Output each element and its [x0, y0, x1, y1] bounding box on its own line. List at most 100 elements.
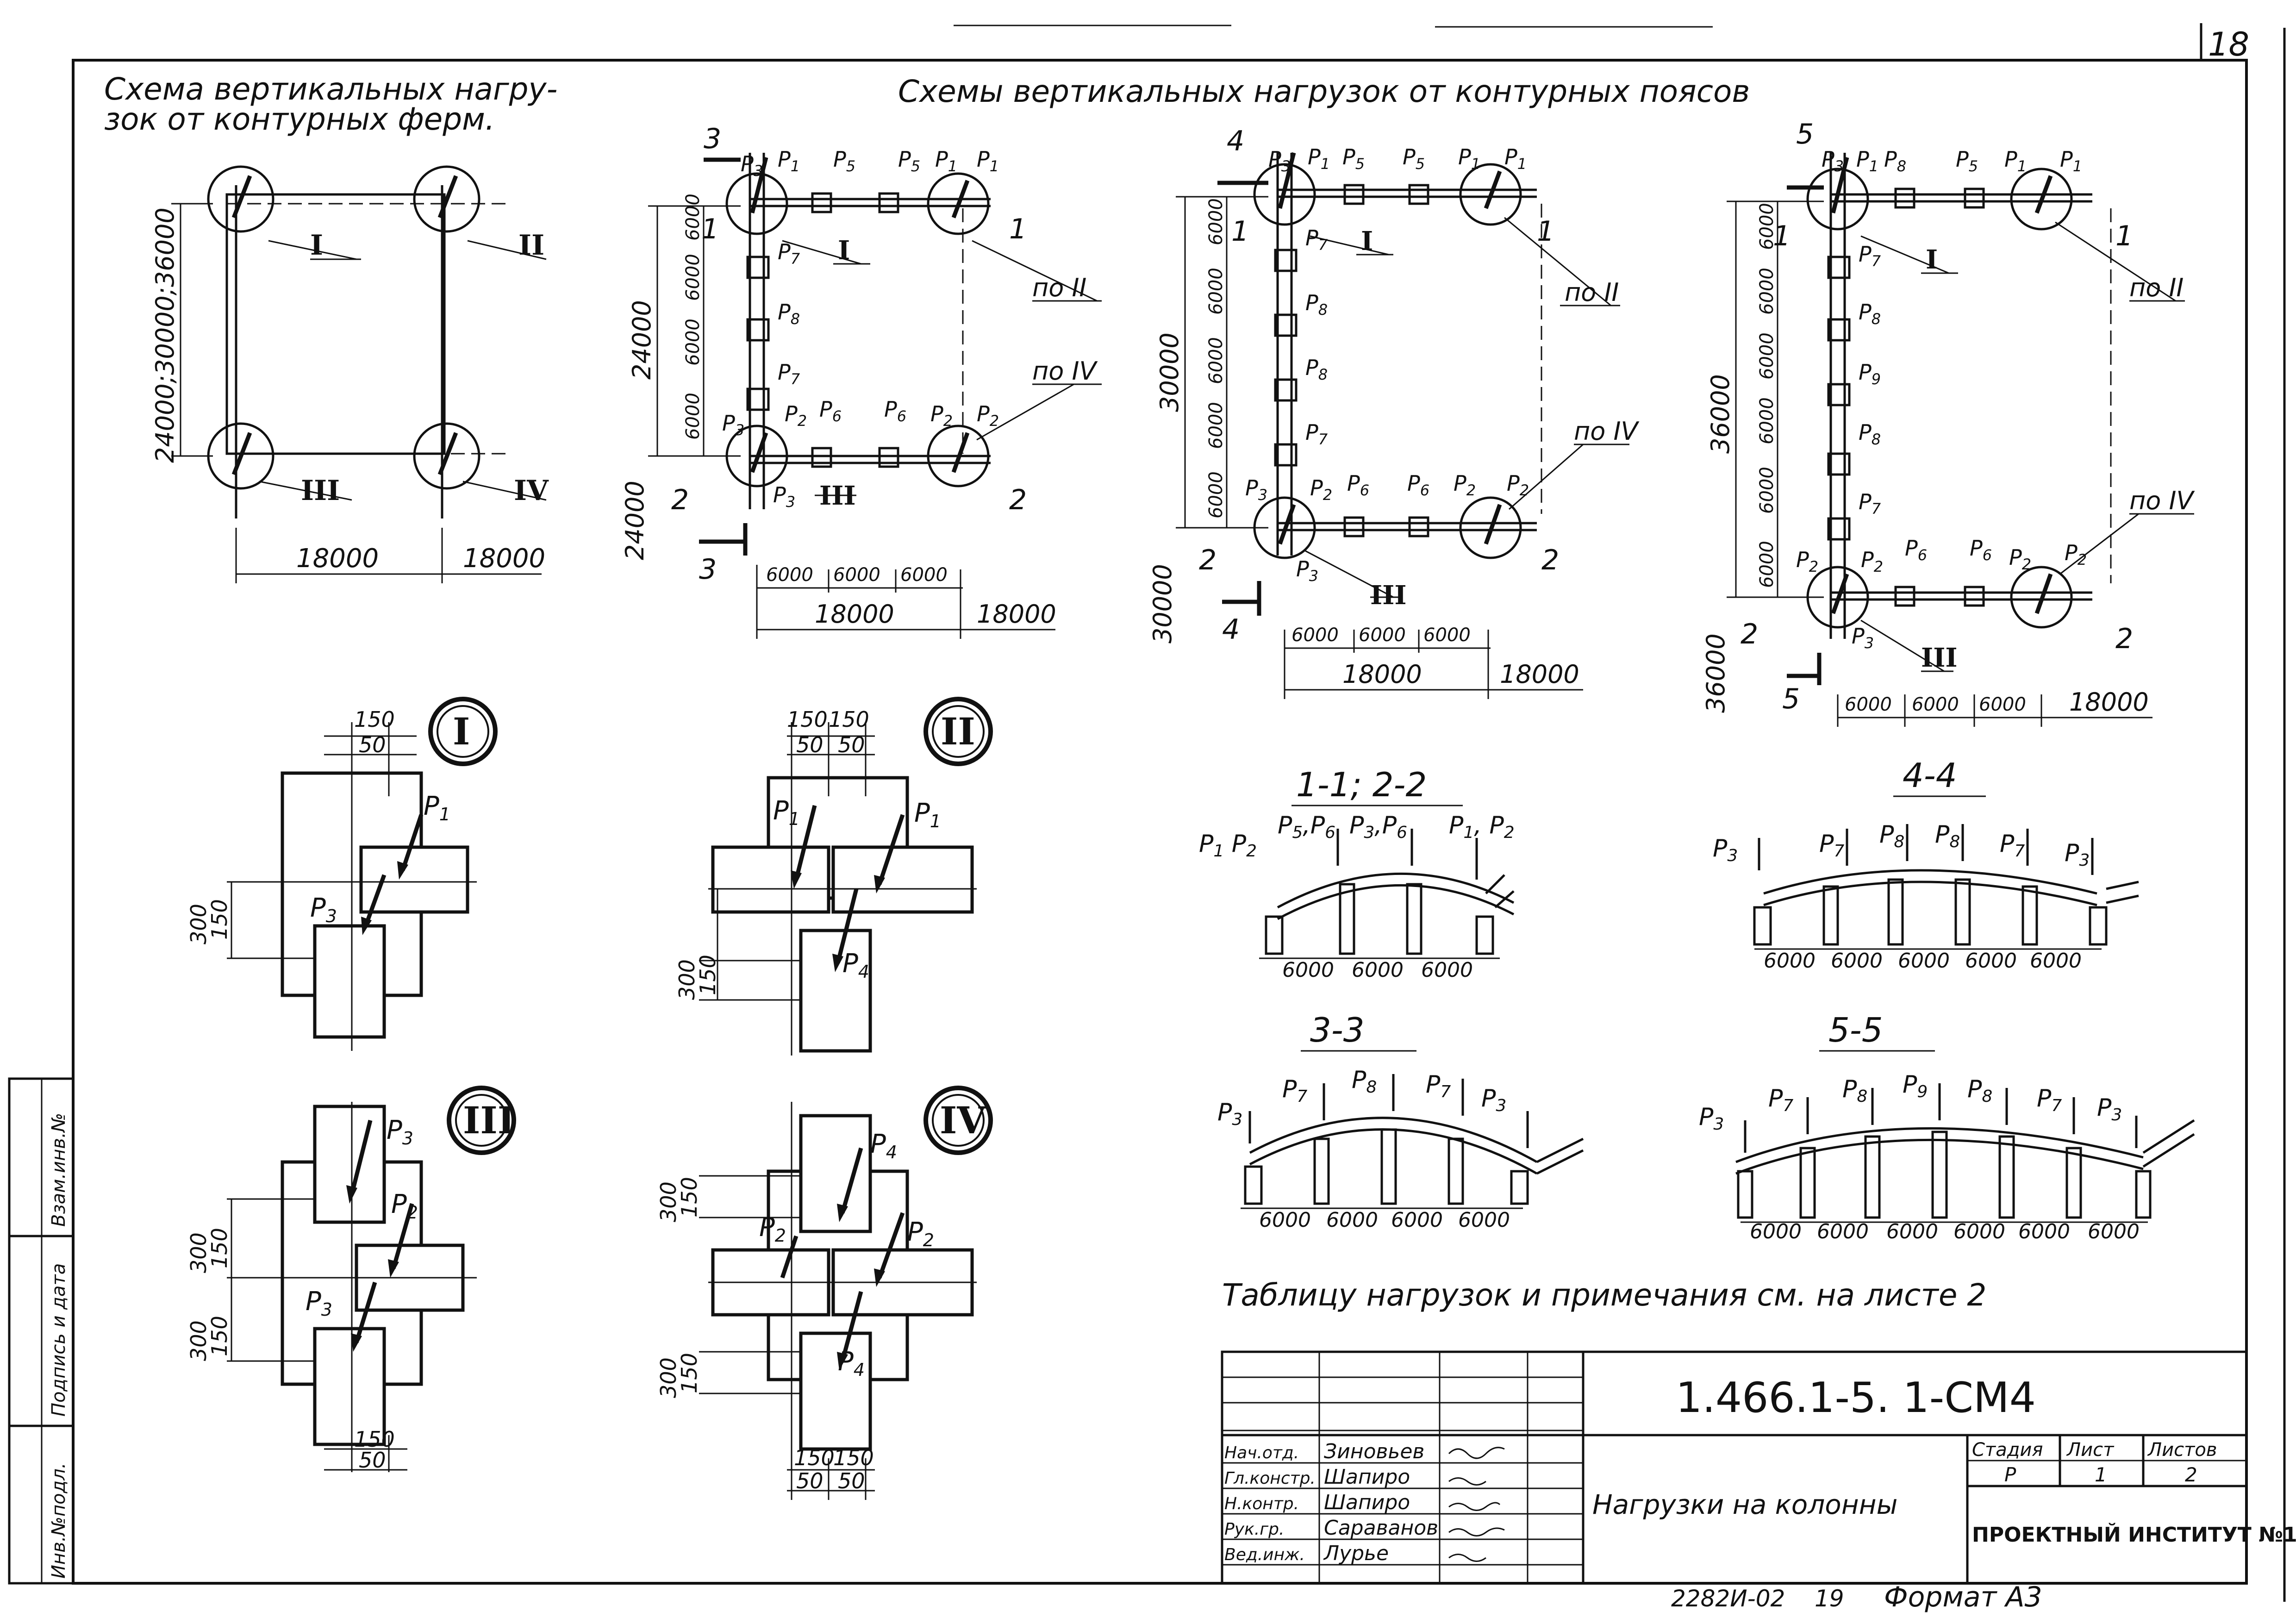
- svg-text:P3: P3: [722, 411, 744, 439]
- section-4-4: 4-4 6000 6000 6000 6000 6000 P3 P7 P8 P8…: [1713, 756, 2139, 973]
- svg-text:2: 2: [1541, 544, 1559, 576]
- svg-text:P6: P6: [819, 397, 842, 425]
- svg-text:P3: P3: [2097, 1094, 2122, 1124]
- svg-text:6000: 6000: [766, 564, 813, 586]
- svg-text:Сараванов: Сараванов: [1324, 1516, 1438, 1540]
- svg-text:6000: 6000: [1912, 694, 1959, 715]
- svg-text:6000: 6000: [2030, 949, 2082, 973]
- svg-text:Вед.инж.: Вед.инж.: [1224, 1545, 1305, 1564]
- svg-text:Зиновьев: Зиновьев: [1324, 1440, 1424, 1463]
- svg-text:6000: 6000: [1458, 1208, 1510, 1232]
- svg-text:6000: 6000: [1756, 467, 1778, 514]
- svg-text:3-3: 3-3: [1310, 1011, 1365, 1049]
- svg-text:P8: P8: [1859, 420, 1881, 448]
- svg-text:6000: 6000: [1979, 694, 2026, 715]
- svg-text:6000: 6000: [1421, 958, 1473, 982]
- svg-text:6000: 6000: [1953, 1220, 2005, 1243]
- svg-text:18000: 18000: [977, 600, 1056, 629]
- svg-text:I: I: [1926, 244, 1938, 275]
- svg-text:III: III: [463, 1099, 515, 1142]
- svg-text:6000: 6000: [1259, 1208, 1311, 1232]
- svg-text:6000: 6000: [1898, 949, 1950, 973]
- svg-text:P5: P5: [1956, 147, 1978, 175]
- side-stamp: Инв.№подл. Подпись и дата Взам.инв.№: [8, 1077, 75, 1585]
- svg-text:150: 150: [677, 1177, 702, 1218]
- title-block: Нач.отд. Зиновьев Гл.констр. Шапиро Н.ко…: [1221, 1350, 2296, 1585]
- p24-ref-II: по II: [1032, 273, 1086, 302]
- svg-text:6000: 6000: [1756, 541, 1778, 588]
- svg-text:P7: P7: [1768, 1085, 1793, 1115]
- svg-text:Н.контр.: Н.контр.: [1224, 1494, 1299, 1513]
- svg-text:P5: P5: [833, 147, 855, 175]
- svg-text:6000: 6000: [1205, 198, 1227, 245]
- svg-text:6000: 6000: [1292, 625, 1339, 646]
- svg-text:I: I: [453, 710, 470, 753]
- svg-text:P2: P2: [2065, 540, 2087, 568]
- svg-text:150: 150: [354, 707, 395, 732]
- svg-text:P3: P3: [387, 1115, 413, 1149]
- svg-text:6000: 6000: [1205, 268, 1227, 315]
- svg-text:по II: по II: [2129, 273, 2184, 302]
- svg-text:по IV: по IV: [2129, 486, 2195, 515]
- node-label-IV: IV: [514, 475, 549, 507]
- svg-text:P5: P5: [1342, 144, 1365, 173]
- title-left-line2: зок от контурных ферм.: [104, 101, 495, 137]
- svg-text:IV: IV: [940, 1099, 986, 1142]
- svg-text:150: 150: [787, 707, 828, 732]
- svg-text:P1: P1: [424, 791, 450, 824]
- svg-text:50: 50: [838, 1468, 865, 1493]
- svg-text:6000: 6000: [1756, 203, 1778, 250]
- svg-text:150: 150: [829, 707, 869, 732]
- svg-text:III: III: [1921, 643, 1958, 673]
- svg-text:6000: 6000: [682, 194, 704, 241]
- svg-text:4-4: 4-4: [1903, 756, 1957, 795]
- detail-II: II 150 150 50 50 300 150 P1 P1 P4: [674, 697, 993, 1056]
- svg-text:6000: 6000: [833, 564, 880, 586]
- svg-text:5: 5: [1796, 118, 1814, 150]
- sheet-number: 18: [2208, 25, 2249, 63]
- svg-text:P1: P1: [778, 147, 800, 175]
- svg-text:50: 50: [359, 732, 386, 757]
- detail-IV: IV 150 150 50 50 300 150 300 150 P4 P2 P…: [656, 1086, 993, 1500]
- svg-text:P1: P1: [977, 147, 999, 175]
- svg-text:P6: P6: [1407, 471, 1429, 499]
- svg-text:Стадия: Стадия: [1972, 1439, 2043, 1461]
- svg-text:P1: P1: [1504, 144, 1527, 173]
- svg-text:P8: P8: [1879, 821, 1904, 851]
- svg-text:P5: P5: [1403, 144, 1425, 173]
- p24-node-I: I: [838, 235, 850, 266]
- svg-text:18000: 18000: [1342, 660, 1422, 689]
- svg-text:18000: 18000: [2069, 687, 2149, 717]
- svg-text:P7: P7: [778, 360, 800, 388]
- doc-title: Нагрузки на колонны: [1592, 1489, 1897, 1520]
- svg-text:P7: P7: [2037, 1085, 2062, 1115]
- frame-format: Формат А3: [1884, 1581, 2042, 1613]
- svg-text:6000: 6000: [1756, 332, 1778, 380]
- svg-text:P1: P1: [935, 147, 957, 175]
- svg-text:150: 150: [354, 1427, 395, 1452]
- svg-text:300: 300: [186, 1232, 211, 1273]
- svg-text:P7: P7: [1426, 1071, 1451, 1101]
- section-5-5: 5-5 6000 6000 6000 6000 6000 6000 P3 P7 …: [1699, 1011, 2195, 1243]
- svg-text:18000: 18000: [1500, 660, 1579, 689]
- svg-text:P1: P1: [914, 798, 941, 831]
- svg-text:36000: 36000: [1706, 374, 1735, 454]
- svg-text:6000: 6000: [682, 319, 704, 366]
- svg-text:P3: P3: [1481, 1085, 1506, 1115]
- p24-sec-3-top: 3: [704, 123, 721, 155]
- svg-text:300: 300: [674, 959, 699, 1000]
- svg-text:P3: P3: [1217, 1099, 1242, 1129]
- p24-sec-2-left: 2: [671, 484, 689, 516]
- svg-text:150: 150: [677, 1353, 702, 1393]
- side-stamp-sign: Подпись и дата: [48, 1263, 69, 1417]
- svg-text:P8: P8: [1967, 1075, 1992, 1106]
- svg-text:1: 1: [2095, 1463, 2107, 1486]
- svg-text:P9: P9: [1903, 1071, 1928, 1101]
- svg-text:6000: 6000: [1817, 1220, 1869, 1243]
- note-text: Таблицу нагрузок и примечания см. на лис…: [1222, 1277, 1986, 1313]
- p30-node-III: III: [1370, 580, 1407, 611]
- svg-text:6000: 6000: [1831, 949, 1883, 973]
- svg-text:6000: 6000: [1965, 949, 2017, 973]
- svg-text:P3: P3: [741, 151, 763, 180]
- svg-text:Р: Р: [2004, 1463, 2016, 1486]
